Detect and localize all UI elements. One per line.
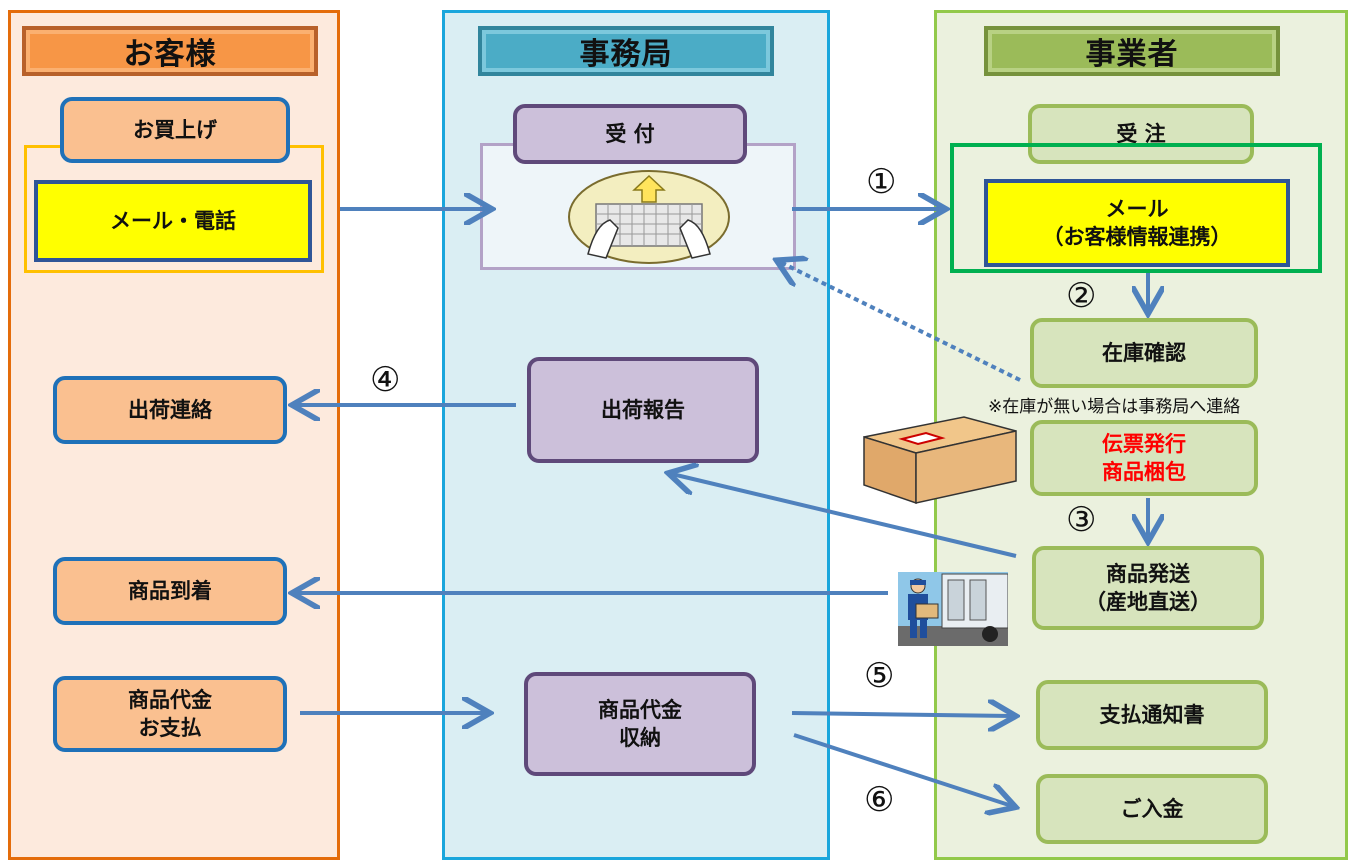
cardboard-box-icon (863, 416, 1017, 505)
collection-line1: 商品代金 (598, 697, 682, 722)
slip-line2: 商品梱包 (1102, 460, 1186, 484)
order-mail-box: メール （お客様情報連携） (984, 179, 1290, 267)
slip-pack-box: 伝票発行 商品梱包 (1030, 420, 1258, 496)
delivery-truck-icon (898, 572, 1008, 646)
slip-line1: 伝票発行 (1102, 431, 1186, 456)
arrow-ship-to-report (672, 474, 1017, 558)
stock-note: ※在庫が無い場合は事務局へ連絡 (988, 397, 1241, 417)
ship-line2: （産地直送） (1085, 590, 1211, 614)
step-5-label: ⑤ (864, 656, 895, 696)
collection-box: 商品代金 収納 (524, 672, 756, 776)
collection-line2: 収納 (619, 726, 661, 750)
payment-line1: 商品代金 (128, 687, 212, 712)
mail-phone-box: メール・電話 (34, 180, 312, 262)
stock-check-box: 在庫確認 (1030, 318, 1258, 388)
arrow-collection-to-notice (791, 713, 1012, 716)
shipping-notice-box: 出荷連絡 (53, 376, 287, 444)
keyboard-hands-icon (568, 170, 730, 264)
order-mail-line1: メール (1105, 196, 1169, 221)
step-2-label: ② (1066, 276, 1097, 316)
lane-office-header: 事務局 (478, 26, 774, 76)
order-mail-line2: （お客様情報連携） (1042, 225, 1232, 249)
order-box: 受 注 (1028, 104, 1254, 164)
step-1-label: ① (866, 162, 897, 202)
arrival-box: 商品到着 (53, 557, 287, 625)
payment-box: 商品代金 お支払 (53, 676, 287, 752)
lane-customer-header: お客様 (22, 26, 318, 76)
shipping-report-box: 出荷報告 (527, 357, 759, 463)
reception-box: 受 付 (513, 104, 747, 164)
ship-line1: 商品発送 (1106, 561, 1190, 586)
purchase-box: お買上げ (60, 97, 290, 163)
ship-box: 商品発送 （産地直送） (1032, 546, 1264, 630)
lane-vendor-header: 事業者 (984, 26, 1280, 76)
payment-line2: お支払 (138, 716, 202, 740)
step-6-label: ⑥ (864, 780, 895, 820)
payment-notice-box: 支払通知書 (1036, 680, 1268, 750)
arrow-stock-to-reception (780, 262, 1021, 382)
step-4-label: ④ (370, 360, 401, 400)
arrow-collection-to-deposit (793, 733, 1012, 806)
order-mail-frame (950, 143, 1322, 273)
deposit-box: ご入金 (1036, 774, 1268, 844)
step-3-label: ③ (1066, 500, 1097, 540)
